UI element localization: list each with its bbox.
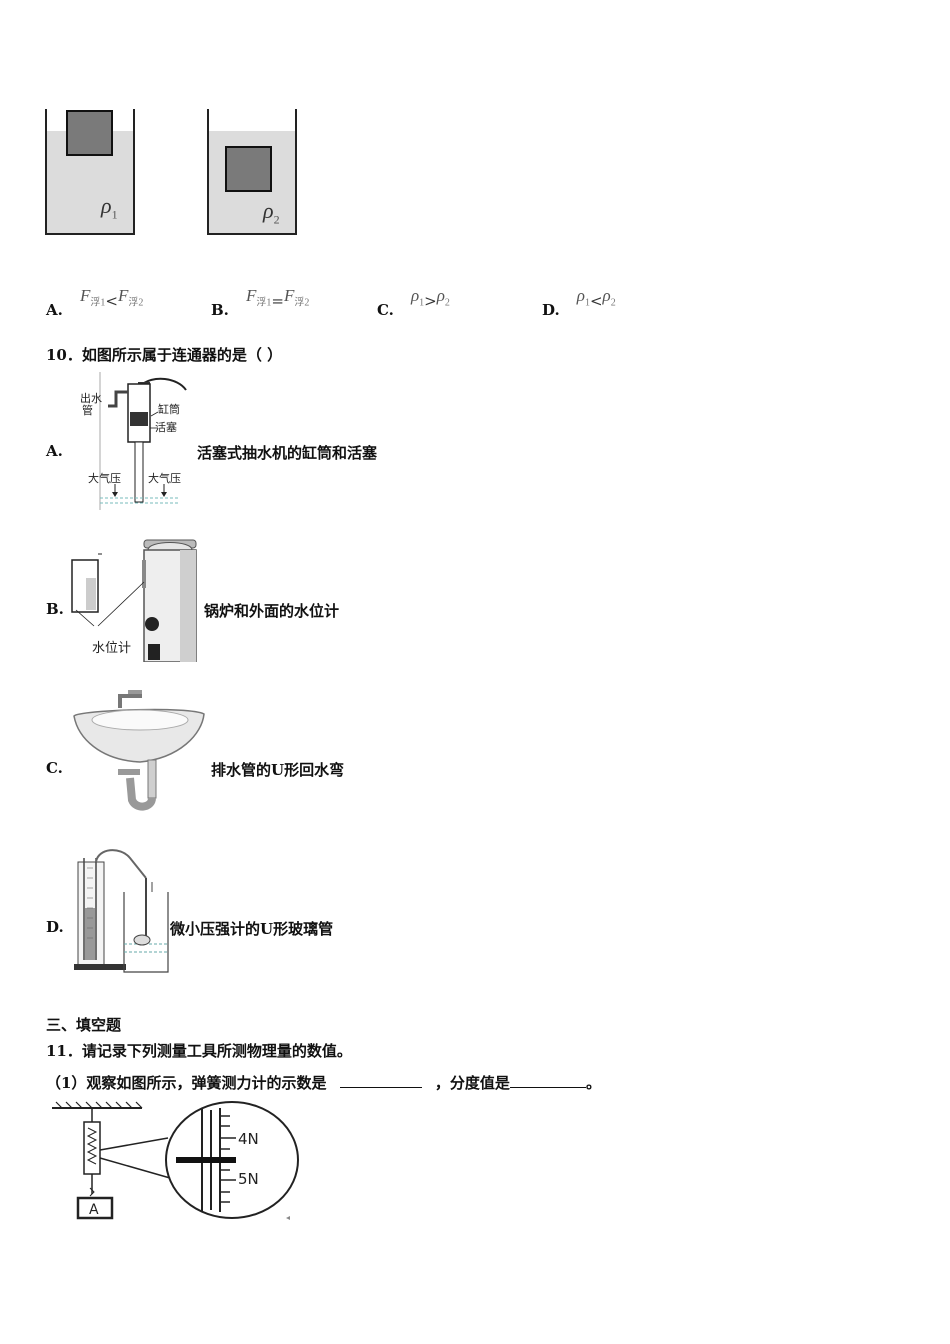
q9-option-d[interactable]: D. ρ1<ρ2 <box>542 286 616 319</box>
q9-option-b[interactable]: B. F浮1=F浮2 <box>211 286 310 319</box>
q10-option-d-letter[interactable]: D. <box>46 918 64 936</box>
atm-right-label: 大气压 <box>148 471 181 485</box>
q11-part1-prompt-2: ，分度值是 <box>434 1074 510 1092</box>
q9-option-a[interactable]: A. F浮1<F浮2 <box>46 286 144 319</box>
atm-left-label: 大气压 <box>88 471 121 485</box>
q11-part1-prompt: （1）观察如图所示，弹簧测力计的示数是 <box>46 1074 327 1092</box>
mark-5n: 5N <box>238 1170 259 1188</box>
q10-option-a-letter[interactable]: A. <box>46 442 63 460</box>
piston-block <box>130 412 148 426</box>
manometer-figure <box>74 849 169 973</box>
suspended-block <box>225 146 272 192</box>
q10-option-d-text[interactable]: 微小压强计的U形玻璃管 <box>170 920 334 938</box>
rho2-label: ρ2 <box>263 198 280 227</box>
pointer-indicator <box>176 1157 236 1163</box>
boiler-door <box>145 617 159 631</box>
beaker-1 <box>45 109 135 235</box>
q11-part1-end: 。 <box>585 1074 601 1092</box>
block-a-label: A <box>89 1202 99 1218</box>
q9-figure <box>45 109 297 235</box>
q10-option-c-text[interactable]: 排水管的U形回水弯 <box>211 761 345 779</box>
q10-option-c-letter[interactable]: C. <box>46 759 63 777</box>
outlet-label-2: 管 <box>82 403 93 417</box>
block-a <box>76 1196 114 1220</box>
division-blank[interactable] <box>509 1073 586 1088</box>
mark-4n: 4N <box>238 1130 259 1148</box>
q10-option-b-text[interactable]: 锅炉和外面的水位计 <box>204 602 340 620</box>
beaker-2 <box>207 109 297 235</box>
q10-option-a-text[interactable]: 活塞式抽水机的缸筒和活塞 <box>197 444 378 462</box>
q10-option-b-letter[interactable]: B. <box>46 600 64 618</box>
q10-stem: 10．如图所示属于连通器的是（ ） <box>46 346 283 364</box>
q11-stem: 11．请记录下列测量工具所测物理量的数值。 <box>46 1042 352 1060</box>
reading-blank[interactable] <box>339 1073 422 1088</box>
cylinder-label: 缸筒 <box>158 402 180 416</box>
gauge-label: 水位计 <box>92 641 131 656</box>
boiler-figure: 水位计 <box>71 539 197 662</box>
q11-part1: （1）观察如图所示，弹簧测力计的示数是 ，分度值是 。 <box>46 1072 601 1093</box>
rho1-label: ρ1 <box>101 193 118 222</box>
sink-figure <box>73 690 205 811</box>
spring-scale-figure: A 4N 5N <box>52 1101 299 1220</box>
pump-figure: 出水 管 缸筒 活塞 大气压 大气压 <box>80 372 187 510</box>
outlet-label-1: 出水 <box>80 391 102 405</box>
q9-option-c[interactable]: C. ρ1>ρ2 <box>377 286 450 319</box>
floating-block <box>66 110 113 156</box>
section-heading: 三、填空题 <box>46 1016 122 1034</box>
piston-label: 活塞 <box>155 420 177 434</box>
